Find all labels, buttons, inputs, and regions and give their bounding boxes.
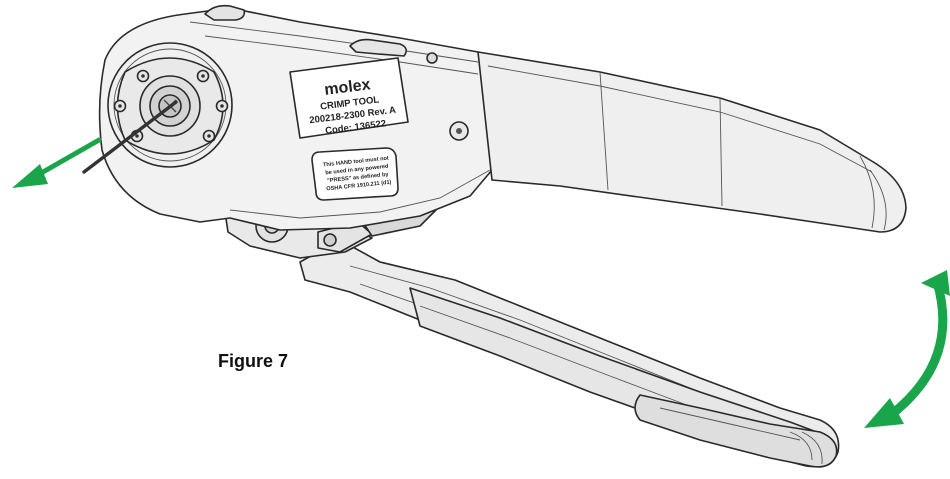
label-brand: molex — [323, 76, 371, 99]
flange-screw-icon — [113, 69, 229, 143]
figure-caption: Figure 7 — [218, 351, 289, 371]
extraction-pin — [82, 100, 178, 174]
lower-handle — [299, 239, 840, 468]
arrow-left-down-icon — [12, 137, 102, 188]
crimp-head — [82, 42, 233, 174]
warning-label-plate: This HAND tool must not be used in any p… — [311, 147, 399, 201]
curved-arrow-down-icon — [864, 270, 950, 428]
